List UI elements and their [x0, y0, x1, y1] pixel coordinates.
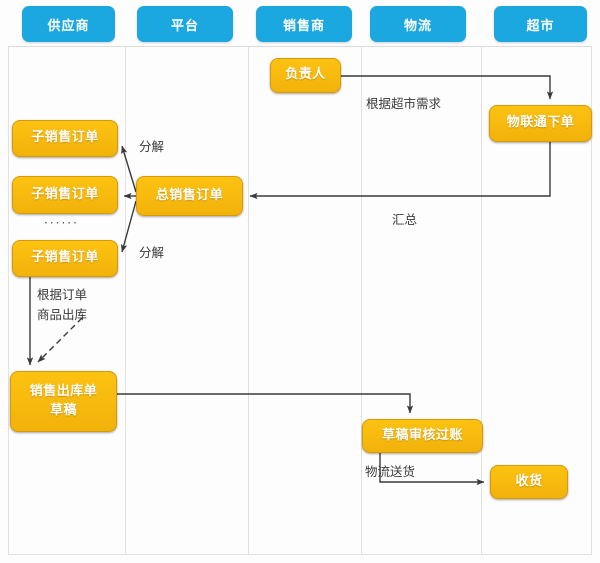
node-draft-audit-posting[interactable]: 草稿审核过账 — [362, 419, 483, 453]
edge-label-decompose-bottom: 分解 — [139, 245, 165, 260]
lane-divider-2 — [248, 47, 249, 554]
lane-header-distributor-label: 销售商 — [282, 18, 325, 34]
lane-header-supplier[interactable]: 供应商 — [22, 6, 115, 42]
swimlane-grid — [8, 46, 592, 555]
node-sales-delivery-draft-line2: 草稿 — [49, 402, 77, 418]
lane-divider-1 — [125, 47, 126, 554]
edge-label-per-order-line1: 根据订单 — [37, 287, 88, 302]
node-sub-sales-order-2[interactable]: 子销售订单 — [12, 176, 118, 214]
node-sub-sales-order-2-label: 子销售订单 — [31, 186, 99, 202]
edge-label-logistics-delivery: 物流送货 — [365, 464, 416, 479]
node-sub-sales-order-1[interactable]: 子销售订单 — [12, 120, 118, 157]
lane-header-logistics[interactable]: 物流 — [370, 6, 466, 42]
edge-label-decompose-top: 分解 — [139, 139, 165, 154]
node-manager-label: 负责人 — [285, 67, 326, 83]
lane-header-supermarket-label: 超市 — [526, 18, 555, 34]
node-total-sales-order-label: 总销售订单 — [155, 187, 224, 203]
node-iot-order[interactable]: 物联通下单 — [489, 105, 592, 142]
lane-header-platform-label: 平台 — [170, 18, 199, 34]
lane-divider-4 — [481, 47, 482, 554]
lane-header-supplier-label: 供应商 — [47, 18, 90, 34]
node-sales-delivery-draft[interactable]: 销售出库单 草稿 — [10, 371, 117, 432]
node-total-sales-order[interactable]: 总销售订单 — [136, 176, 243, 216]
lane-header-platform[interactable]: 平台 — [137, 6, 233, 42]
node-sub-sales-order-3-label: 子销售订单 — [31, 250, 99, 266]
edge-label-per-order-line2: 商品出库 — [37, 307, 88, 322]
ellipsis-more-orders: ······ — [44, 216, 79, 230]
node-draft-audit-posting-label: 草稿审核过账 — [381, 427, 463, 443]
lane-header-supermarket[interactable]: 超市 — [494, 6, 587, 42]
node-sub-sales-order-3[interactable]: 子销售订单 — [12, 240, 118, 277]
node-receive-goods-label: 收货 — [515, 473, 543, 489]
lane-header-logistics-label: 物流 — [403, 18, 432, 34]
node-manager[interactable]: 负责人 — [270, 58, 341, 93]
lane-header-distributor[interactable]: 销售商 — [256, 6, 352, 42]
lane-divider-3 — [361, 47, 362, 554]
edge-label-summary: 汇总 — [392, 212, 418, 227]
node-sales-delivery-draft-line1: 销售出库单 — [29, 383, 98, 399]
edge-label-per-market-demand: 根据超市需求 — [366, 96, 442, 111]
node-iot-order-label: 物联通下单 — [506, 115, 575, 131]
node-sub-sales-order-1-label: 子销售订单 — [31, 130, 99, 146]
node-receive-goods[interactable]: 收货 — [490, 465, 568, 499]
